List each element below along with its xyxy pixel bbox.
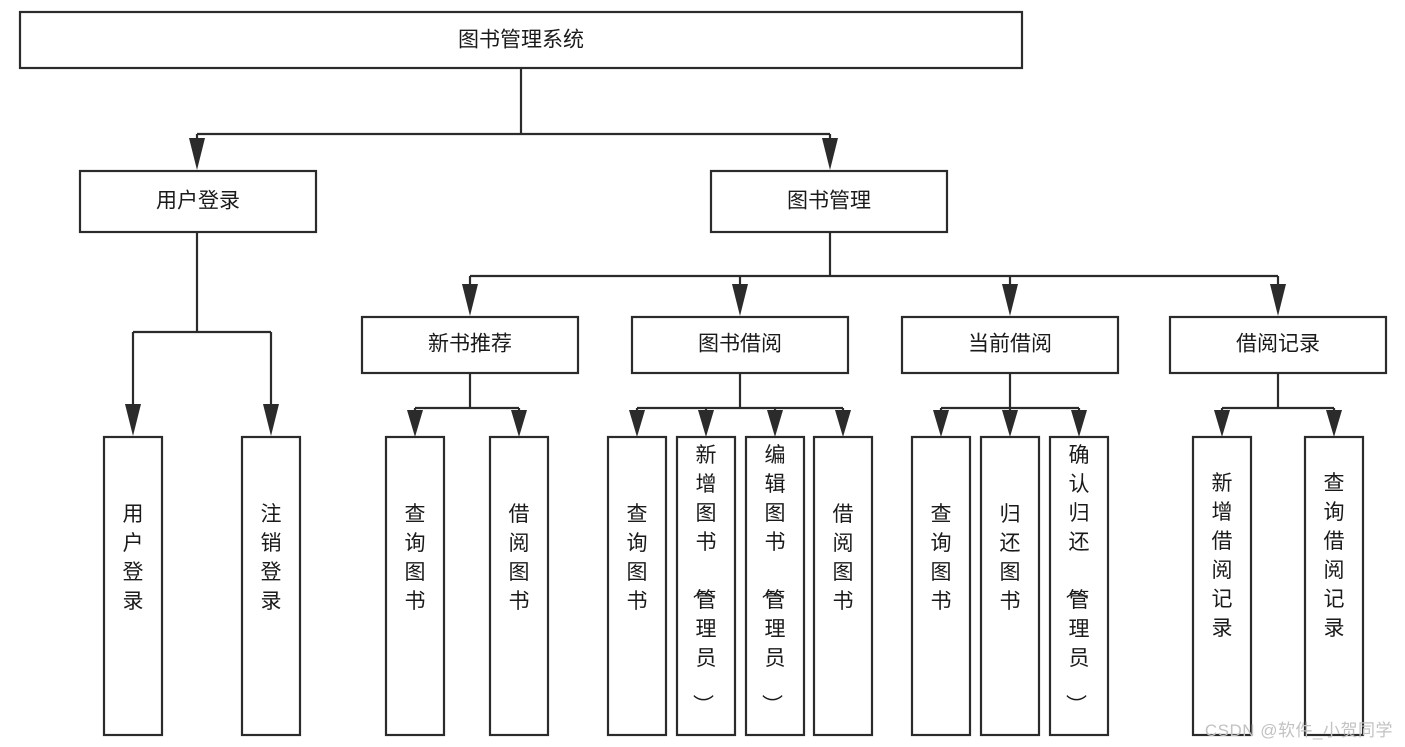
leaf-box-book-borrow-3[interactable] [812, 435, 874, 737]
arrowhead-userlogin-child-1 [125, 404, 141, 436]
leaf-box-new-book-0[interactable] [384, 435, 446, 737]
leaf-label-book-borrow-1: 新增图书（管理员） [691, 444, 717, 715]
leaf-box-current-borrow-0[interactable] [910, 435, 972, 737]
leaf-box-new-book-1[interactable] [488, 435, 550, 737]
arrowhead-currentborrow-child-2 [1002, 410, 1018, 437]
connector-group-book-manage [462, 232, 1286, 316]
leaf-label-current-borrow-0: 查询图书 [931, 503, 952, 613]
arrowhead-borrowrecord-child-2 [1326, 410, 1342, 437]
leaf-label-new-book-1: 借阅图书 [509, 503, 530, 613]
arrowhead-userlogin-child-2 [263, 404, 279, 436]
connector-group-user-login [125, 232, 279, 436]
node-label-book-manage: 图书管理 [787, 190, 871, 213]
leaf-user-login-1[interactable]: 注销登录 [240, 435, 302, 737]
leaf-user-login-0[interactable]: 用户登录 [102, 435, 164, 737]
leaf-label-current-borrow-1: 归还图书 [1000, 503, 1021, 613]
node-box-book-manage[interactable] [709, 169, 949, 234]
node-root-system[interactable]: 图书管理系统 [18, 10, 1024, 70]
leaf-box-borrow-record-0[interactable] [1191, 435, 1253, 737]
arrowhead-bookborrow-child-1 [629, 410, 645, 437]
arrowhead-to-book-borrow [732, 284, 748, 316]
node-box-current-borrow[interactable] [900, 315, 1120, 375]
arrowhead-newbook-child-1 [407, 410, 423, 437]
arrowhead-bookborrow-child-3 [767, 410, 783, 437]
leaf-current-borrow-2[interactable]: 确认归还（管理员） [1048, 435, 1110, 737]
node-new-book-recommend[interactable]: 新书推荐 [360, 315, 580, 375]
node-borrow-record[interactable]: 借阅记录 [1168, 315, 1388, 375]
arrowhead-to-current-borrow [1002, 284, 1018, 316]
arrowhead-borrowrecord-child-1 [1214, 410, 1230, 437]
leaf-label-borrow-record-1: 查询借阅记录 [1324, 472, 1345, 640]
arrowhead-to-book-manage [822, 138, 838, 170]
node-box-book-borrow[interactable] [630, 315, 850, 375]
leaf-box-borrow-record-1[interactable] [1303, 435, 1365, 737]
connector-group-root [189, 68, 838, 170]
node-box-new-book-recommend[interactable] [360, 315, 580, 375]
connector-group-borrow-record [1214, 373, 1342, 437]
arrowhead-to-borrow-record [1270, 284, 1286, 316]
connector-group-new-book [407, 373, 527, 437]
leaf-box-current-borrow-2[interactable] [1048, 435, 1110, 737]
arrowhead-currentborrow-child-1 [933, 410, 949, 437]
node-box-user-login[interactable] [78, 169, 318, 234]
watermark: CSDN @软件_小贺同学 [1204, 721, 1393, 740]
leaf-new-book-0[interactable]: 查询图书 [384, 435, 446, 737]
leaf-label-current-borrow-2: 确认归还（管理员） [1064, 444, 1090, 715]
leaf-label-user-login-1: 注销登录 [261, 503, 282, 613]
leaf-current-borrow-1[interactable]: 归还图书 [979, 435, 1041, 737]
leaf-book-borrow-2[interactable]: 编辑图书（管理员） [744, 435, 806, 737]
leaf-label-new-book-0: 查询图书 [405, 503, 426, 613]
leaf-borrow-record-0[interactable]: 新增借阅记录 [1191, 435, 1253, 737]
leaf-label-book-borrow-0: 查询图书 [627, 503, 648, 613]
arrowhead-to-user-login [189, 138, 205, 170]
leaf-new-book-1[interactable]: 借阅图书 [488, 435, 550, 737]
leaf-current-borrow-0[interactable]: 查询图书 [910, 435, 972, 737]
leaf-book-borrow-3[interactable]: 借阅图书 [812, 435, 874, 737]
leaf-box-book-borrow-1[interactable] [675, 435, 737, 737]
leaf-box-user-login-0[interactable] [102, 435, 164, 737]
arrowhead-bookborrow-child-2 [698, 410, 714, 437]
connector-group-book-borrow [629, 373, 851, 437]
node-label-borrow-record: 借阅记录 [1236, 333, 1320, 356]
node-book-manage[interactable]: 图书管理 [709, 169, 949, 234]
leaf-box-book-borrow-2[interactable] [744, 435, 806, 737]
arrowhead-currentborrow-child-3 [1071, 410, 1087, 437]
node-box-borrow-record[interactable] [1168, 315, 1388, 375]
leaf-label-book-borrow-3: 借阅图书 [833, 503, 854, 613]
leaf-box-user-login-1[interactable] [240, 435, 302, 737]
leaf-label-user-login-0: 用户登录 [123, 503, 144, 613]
leaf-label-book-borrow-2: 编辑图书（管理员） [760, 444, 786, 715]
node-label-new-book-recommend: 新书推荐 [428, 333, 512, 356]
node-label-user-login: 用户登录 [156, 190, 240, 213]
node-box-root[interactable] [18, 10, 1024, 70]
leaf-label-borrow-record-0: 新增借阅记录 [1212, 472, 1233, 640]
leaf-box-book-borrow-0[interactable] [606, 435, 668, 737]
node-label-current-borrow: 当前借阅 [968, 333, 1052, 356]
node-user-login[interactable]: 用户登录 [78, 169, 318, 234]
arrowhead-bookborrow-child-4 [835, 410, 851, 437]
node-book-borrow[interactable]: 图书借阅 [630, 315, 850, 375]
node-current-borrow[interactable]: 当前借阅 [900, 315, 1120, 375]
node-label-book-borrow: 图书借阅 [698, 333, 782, 356]
leaf-borrow-record-1[interactable]: 查询借阅记录 [1303, 435, 1365, 737]
leaf-box-current-borrow-1[interactable] [979, 435, 1041, 737]
arrowhead-to-new-book [462, 284, 478, 316]
connector-group-current-borrow [933, 373, 1087, 437]
leaf-book-borrow-0[interactable]: 查询图书 [606, 435, 668, 737]
leaf-book-borrow-1[interactable]: 新增图书（管理员） [675, 435, 737, 737]
arrowhead-newbook-child-2 [511, 410, 527, 437]
node-label-root: 图书管理系统 [458, 29, 584, 52]
